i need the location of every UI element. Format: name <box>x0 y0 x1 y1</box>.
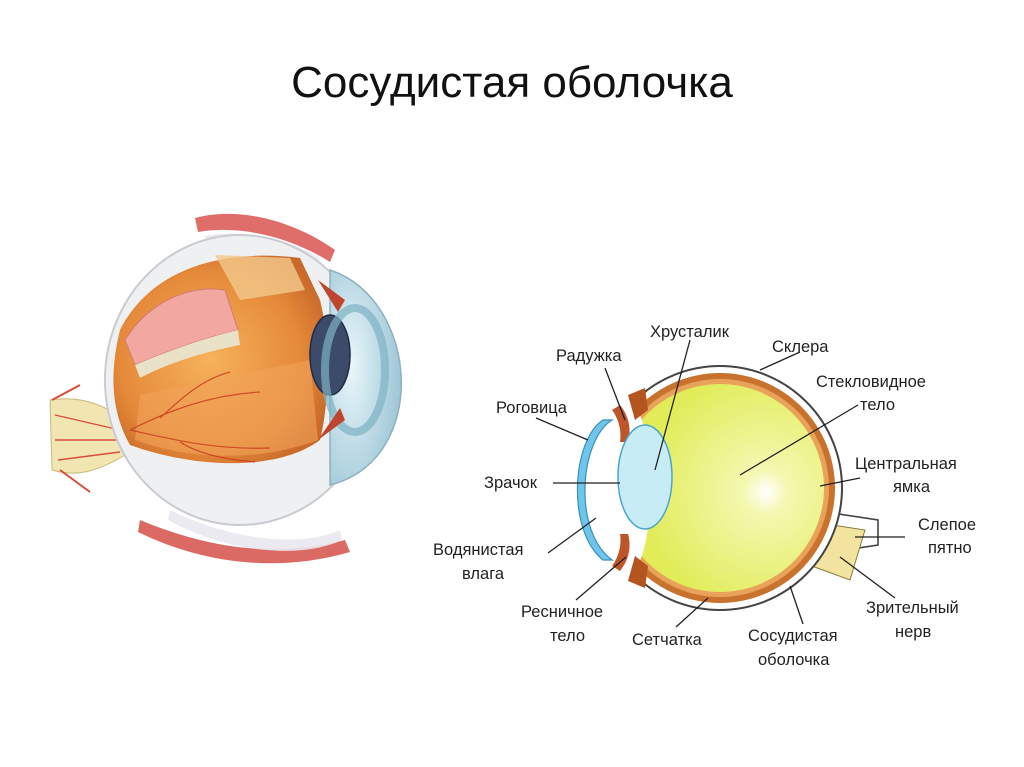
label-vitreous-line2: тело <box>860 396 895 414</box>
label-aqueous-line2: влага <box>462 565 505 583</box>
label-ciliary-line2: тело <box>550 627 585 645</box>
slide-title: Сосудистая оболочка <box>291 58 733 107</box>
label-fovea-line1: Центральная <box>855 455 957 473</box>
label-sclera: Склера <box>772 338 829 356</box>
label-iris: Радужка <box>556 347 622 365</box>
label-blind-spot-line2: пятно <box>928 539 972 557</box>
label-fovea-line2: ямка <box>893 478 931 496</box>
label-ciliary-line1: Ресничное <box>521 603 603 621</box>
label-choroid-line2: оболочка <box>758 651 830 669</box>
anatomical-eye-illustration <box>49 213 402 564</box>
schematic-eye-diagram <box>575 365 879 611</box>
label-optic-nerve-line1: Зрительный <box>866 599 959 617</box>
label-vitreous-line1: Стекловидное <box>816 373 926 391</box>
leader-lines <box>535 339 905 628</box>
label-optic-nerve-line2: нерв <box>895 623 931 641</box>
label-retina: Сетчатка <box>632 631 703 649</box>
label-blind-spot-line1: Слепое <box>918 516 976 534</box>
label-pupil: Зрачок <box>484 474 538 492</box>
label-choroid-line1: Сосудистая <box>748 627 838 645</box>
label-aqueous-line1: Водянистая <box>433 541 523 559</box>
label-lens: Хрусталик <box>650 323 730 341</box>
label-cornea: Роговица <box>496 399 568 417</box>
